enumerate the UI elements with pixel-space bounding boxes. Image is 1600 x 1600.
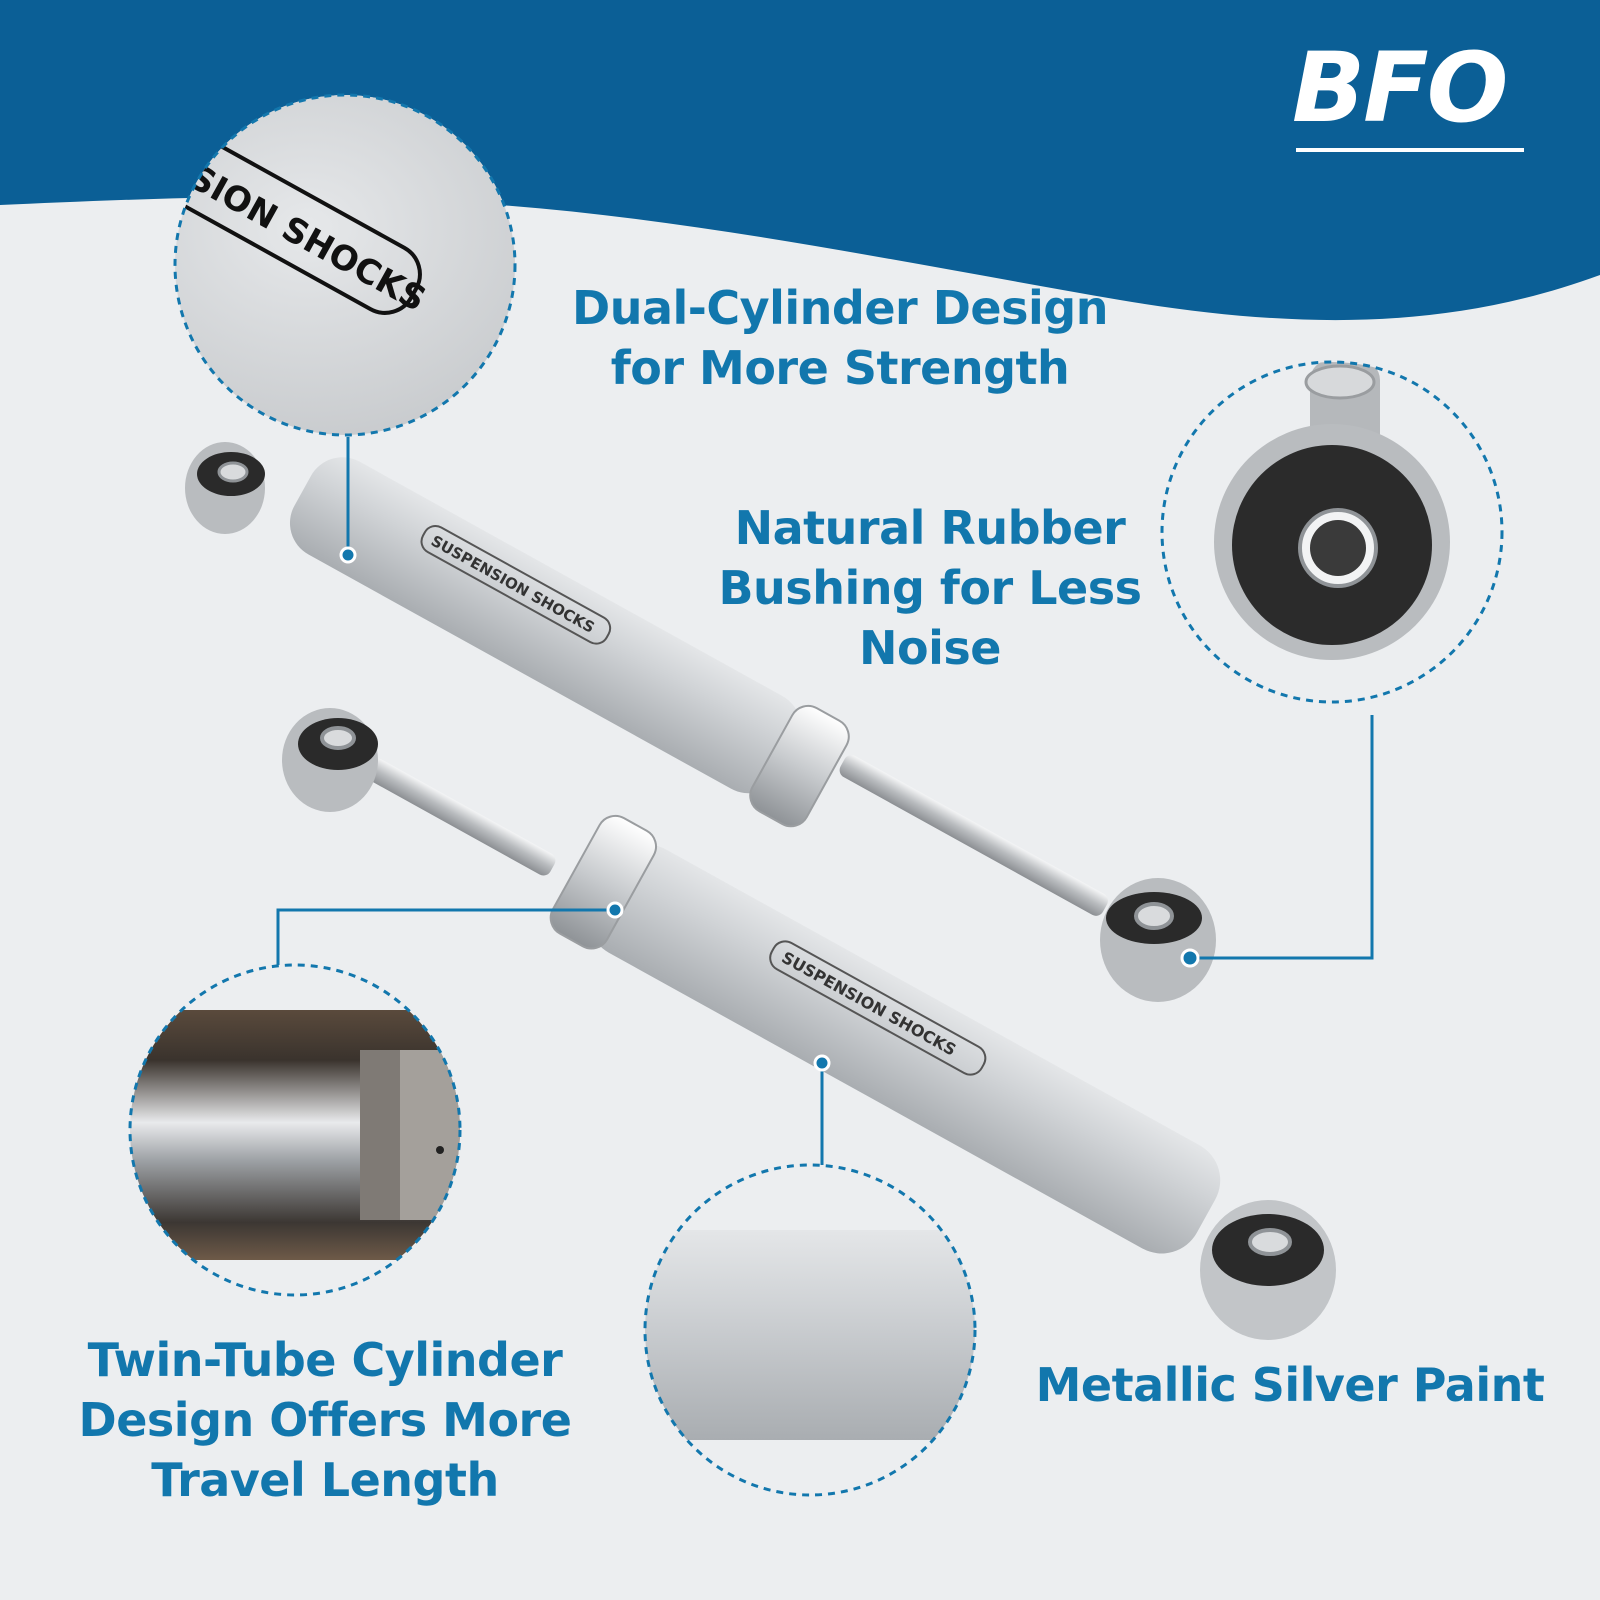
zoom-circle-bushing (1160, 360, 1504, 704)
brand-logo: BFO (1292, 32, 1508, 144)
zoom-circle-paint (643, 1163, 977, 1497)
leader-lines (276, 437, 1374, 1165)
zoom-circle-tube-label: NSION SHOCKS (173, 93, 517, 437)
callout-dual-cylinder: Dual-Cylinder Design for More Strength (572, 281, 1108, 395)
logo-underline (1296, 148, 1524, 152)
callout-twin-tube: Twin-Tube Cylinder Design Offers More Tr… (78, 1333, 572, 1507)
zoom-circle-cutaway (128, 963, 462, 1297)
lower-shock: SUSPENSION SHOCKS (282, 708, 1336, 1340)
leader-dots (339, 546, 1200, 1072)
header-wave (0, 0, 1600, 321)
callout-metallic-paint: Metallic Silver Paint (1035, 1358, 1545, 1412)
upper-shock: SUSPENSION SHOCKS (185, 442, 1216, 1002)
callout-rubber-bushing: Natural Rubber Bushing for Less Noise (718, 501, 1142, 675)
